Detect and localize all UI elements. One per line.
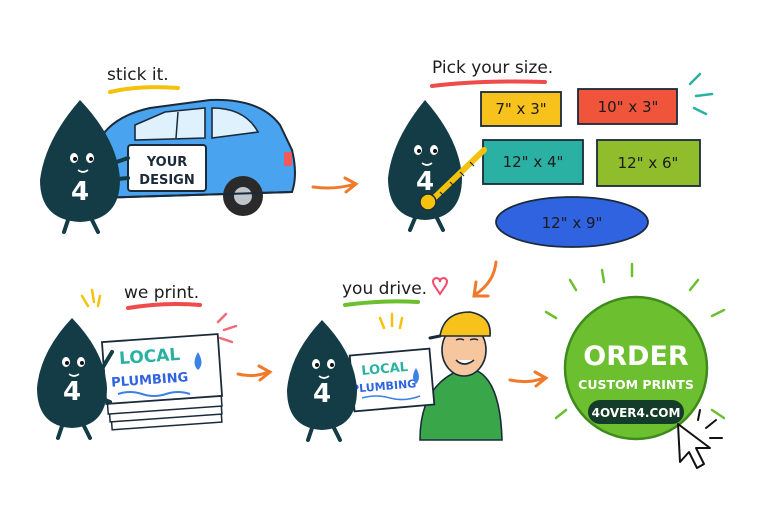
sign-line-2: PLUMBING: [111, 370, 189, 390]
step-drive: you drive. LOCAL PLUMBING 4: [287, 276, 503, 442]
mascot-drop: 4: [388, 100, 462, 232]
mascot-number: 4: [416, 167, 434, 197]
sparkle-icon: [80, 288, 102, 308]
mascot-number: 4: [63, 377, 81, 407]
caption-underline: [108, 85, 180, 94]
size-option-12x6[interactable]: 12" x 6": [596, 139, 701, 187]
printed-sign: LOCAL PLUMBING: [348, 347, 436, 413]
arrow-head-icon: [472, 280, 490, 298]
mouse-cursor-icon: [677, 409, 723, 469]
heart-icon: [432, 276, 448, 296]
step-print: we print. LOCAL PLUMBING 4: [37, 283, 238, 440]
arrow-icon: [474, 260, 498, 296]
order-cta-button[interactable]: ORDER CUSTOM PRINTS 4OVER4.COM: [544, 262, 726, 441]
size-option-12x9[interactable]: 12" x 9": [495, 196, 649, 248]
mascot-number: 4: [313, 379, 331, 409]
arrow-head-icon: [533, 370, 549, 388]
step-size: Pick your size. 7" x 3" 10" x 3" 12" x 4…: [388, 58, 714, 248]
arrow-icon: [311, 182, 357, 190]
water-drop-icon: [194, 352, 202, 370]
sign-line-1: LOCAL: [361, 360, 409, 379]
mascot-drop: 4: [287, 320, 357, 442]
size-label: 12" x 6": [618, 154, 679, 172]
mascot-drop: 4: [40, 100, 130, 234]
sparkle-icon: [688, 72, 714, 116]
burst-lines-icon: [544, 262, 726, 420]
sign-line-1: LOCAL: [118, 345, 181, 369]
caption-stick: stick it.: [107, 65, 169, 85]
water-drop-icon: [413, 368, 419, 384]
caption-underline: [343, 299, 420, 307]
sparkle-icon: [216, 312, 238, 344]
arrow-icon: [236, 370, 270, 378]
size-label: 12" x 4": [503, 153, 564, 171]
size-option-12x4[interactable]: 12" x 4": [482, 139, 584, 185]
mascot-drop: 4: [37, 318, 114, 440]
size-label: 12" x 9": [542, 214, 603, 232]
step-stick: stick it. YOUR DESIGN 4: [40, 65, 296, 234]
size-option-10x3[interactable]: 10" x 3": [577, 88, 678, 125]
cta-url: 4OVER4.COM: [592, 406, 681, 420]
arrow-head-icon: [343, 176, 359, 194]
tape-measure-icon: [419, 147, 487, 211]
size-label: 7" x 3": [495, 100, 546, 118]
printed-sign-stack: LOCAL PLUMBING: [101, 333, 223, 431]
sign-line-1: YOUR: [146, 155, 188, 170]
caption-drive: you drive.: [342, 279, 427, 299]
sign-line-2: PLUMBING: [351, 377, 417, 396]
person-illustration: [419, 311, 503, 441]
caption-underline: [430, 79, 547, 88]
car-sign: [127, 144, 207, 192]
cta-line-2: CUSTOM PRINTS: [578, 377, 694, 392]
sparkle-icon: [378, 312, 404, 330]
sign-line-2: DESIGN: [139, 173, 194, 188]
mascot-number: 4: [71, 177, 89, 207]
arrow-icon: [508, 376, 546, 384]
caption-print: we print.: [124, 283, 199, 303]
size-option-7x3[interactable]: 7" x 3": [480, 91, 562, 127]
cta-line-1: ORDER: [583, 341, 689, 372]
caption-underline: [126, 302, 202, 310]
arrow-head-icon: [257, 364, 273, 382]
size-label: 10" x 3": [598, 98, 659, 116]
caption-size: Pick your size.: [432, 58, 553, 78]
